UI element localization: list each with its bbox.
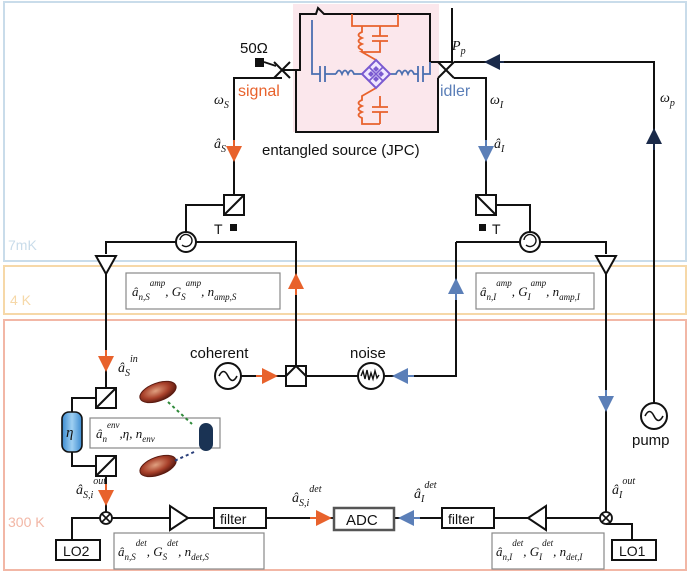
signal-hybrid-icon xyxy=(273,61,291,79)
adc: ADC xyxy=(332,506,396,532)
termination-label: 50Ω xyxy=(240,40,268,57)
coherent-label: coherent xyxy=(190,345,249,362)
filter-left-label: filter xyxy=(220,511,247,527)
jpc-bottom-capacitor xyxy=(372,96,388,124)
zone-300k-label: 300 K xyxy=(8,514,45,530)
detector-icon xyxy=(199,423,213,451)
idler-det-box xyxy=(491,532,605,570)
injection-coupler-icon xyxy=(285,365,307,387)
a-i-out-label: âIout xyxy=(612,476,635,501)
jpc-wire-left xyxy=(282,69,439,133)
a-i-det-label: âIdet xyxy=(414,480,437,505)
adc-label: ADC xyxy=(346,512,378,529)
signal-term-icon xyxy=(230,224,237,231)
omega-i-label: ωI xyxy=(490,93,504,111)
jpc-left-inductor xyxy=(335,69,362,77)
jpc-top-inductor xyxy=(357,26,365,52)
jpc-source: 50Ω signal idler entangled source (JPC) … xyxy=(238,4,471,159)
zone-4k-box xyxy=(3,265,687,315)
omega-p-label: ωp xyxy=(660,91,675,109)
jpc-left-feed xyxy=(311,20,320,75)
t-right-label: T xyxy=(492,221,501,237)
beam-bottom-icon xyxy=(139,454,177,478)
jpc-bottom-inductor xyxy=(357,87,380,125)
jpc-right-inductor xyxy=(390,69,418,77)
jpc-top-feed xyxy=(351,14,399,27)
termination-icon xyxy=(255,58,264,67)
jpc-top-capacitor xyxy=(358,26,388,61)
a-i-label: âI xyxy=(494,137,505,155)
idler-hybrid-icon xyxy=(437,61,455,79)
termination-wire xyxy=(263,61,277,67)
adc-box xyxy=(332,506,396,532)
beam-top-icon xyxy=(139,380,177,404)
idler-label: idler xyxy=(440,83,471,100)
lo2-label: LO2 xyxy=(63,543,90,559)
omega-s-label: ωS xyxy=(214,93,229,111)
signal-amplifier-icon xyxy=(94,255,118,277)
jpc-wire-top xyxy=(282,6,431,71)
pump-line: ωp pump xyxy=(454,54,675,449)
pump-port-label: Pp xyxy=(451,39,466,57)
lo1-label: LO1 xyxy=(619,543,646,559)
signal-label: signal xyxy=(238,83,280,100)
signal-det-amp-icon xyxy=(169,504,190,532)
idler-path: ωI âI T ân,Iamp, GIamp, namp,I âIout LO1… xyxy=(394,77,657,570)
beam-ray-bottom xyxy=(171,451,195,463)
zone-4k-label: 4 K xyxy=(10,292,32,308)
josephson-ring-icon xyxy=(360,58,392,90)
injection: coherent noise xyxy=(190,242,464,390)
lo2-box xyxy=(55,539,101,561)
signal-amp-box xyxy=(125,272,281,310)
a-s-out-label: âS,iout xyxy=(76,476,106,501)
pump-label: pump xyxy=(632,432,670,449)
filter-right-label: filter xyxy=(448,511,475,527)
source-label: entangled source (JPC) xyxy=(262,142,420,159)
noise-label: noise xyxy=(350,345,386,362)
a-s-det-label: âS,idet xyxy=(292,484,322,509)
idler-amplifier-icon xyxy=(594,255,618,277)
zone-7mk: 7mK xyxy=(3,1,687,262)
signal-det-box xyxy=(113,532,265,570)
jpc-wire-right xyxy=(430,8,453,63)
jpc-right-capacitor xyxy=(417,62,431,82)
idler-det-amp-icon xyxy=(526,504,547,532)
zone-7mk-label: 7mK xyxy=(8,237,37,253)
idler-term-icon xyxy=(479,224,486,231)
zone-4k: 4 K xyxy=(3,265,687,315)
zone-7mk-box xyxy=(3,1,687,262)
env-box xyxy=(89,417,221,449)
zone-300k-box xyxy=(3,319,687,571)
idler-amp-box xyxy=(475,272,595,310)
a-s-label: âS xyxy=(214,137,226,155)
zone-300k: 300 K xyxy=(3,319,687,571)
lo1-box xyxy=(611,539,657,561)
a-s-in-label: âSin xyxy=(118,354,138,379)
jpc-left-capacitor xyxy=(319,66,336,82)
eta-label: η xyxy=(66,425,73,441)
t-left-label: T xyxy=(214,221,223,237)
